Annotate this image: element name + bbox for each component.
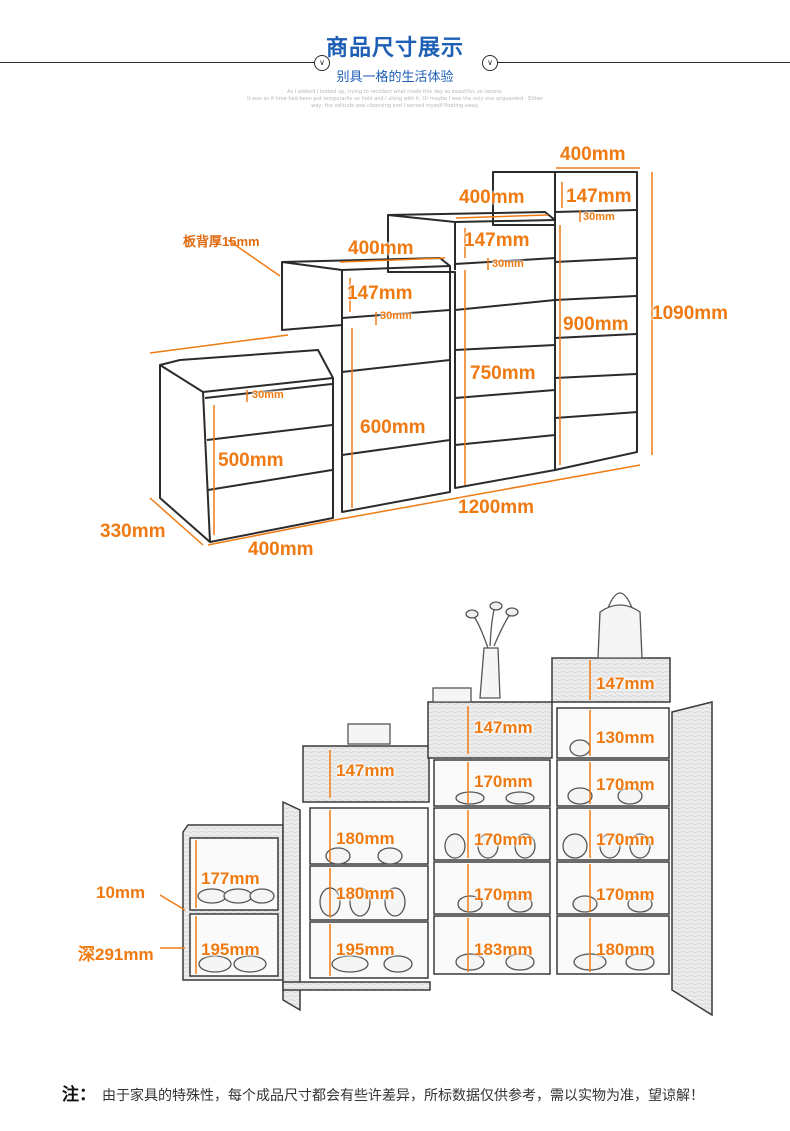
c4-a-label: 130mm [596, 728, 655, 747]
gap-label-3: 30mm [492, 258, 524, 270]
footer-note-text: 由于家具的特殊性，每个成品尺寸都会有些许差异，所标数据仅供参考，需以实物为准，望… [102, 1088, 704, 1104]
english-line-2: It was as if time had been put temporari… [247, 96, 543, 102]
body-height-label-1: 500mm [218, 450, 284, 471]
header-divider-left [0, 62, 318, 63]
cabinet-sketch [159, 592, 713, 1017]
english-line-3: way, the solitude was cleansing and I se… [311, 103, 479, 109]
depth-label-bottom: 深291mm [78, 945, 154, 964]
drawer-height-label-1: 147mm [347, 283, 413, 304]
top-width-label-3: 400mm [560, 144, 626, 165]
thickness-label: 10mm [96, 883, 146, 902]
total-width-label: 1200mm [458, 497, 535, 518]
c4-b-label: 170mm [596, 775, 655, 794]
page-title: 商品尺寸展示 [325, 36, 464, 61]
gap-label-1: 30mm [252, 389, 284, 401]
gap-label-2: 30mm [380, 310, 412, 322]
top-width-label-1: 400mm [348, 238, 414, 259]
gap-label-4: 30mm [583, 211, 615, 223]
chevron-down-icon: ∨ [482, 55, 498, 71]
depth-label: 330mm [100, 521, 166, 542]
c2-drawer-label: 147mm [336, 761, 395, 780]
header-divider-right [492, 62, 790, 63]
c3-a-label: 170mm [474, 772, 533, 791]
c2-a-label: 180mm [336, 829, 395, 848]
footer-note: 注： 由于家具的特殊性，每个成品尺寸都会有些许差异，所标数据仅供参考，需以实物为准… [62, 1080, 704, 1105]
back-board-label: 板背厚15mm [183, 234, 260, 249]
total-height-label: 1090mm [652, 303, 729, 324]
drawer-height-label-2: 147mm [464, 230, 530, 251]
width-label: 400mm [248, 539, 314, 560]
c3-b-label: 170mm [474, 830, 533, 849]
top-width-label-2: 400mm [459, 187, 525, 208]
footer-note-label: 注： [62, 1085, 96, 1105]
cabinet-line-drawing [149, 167, 653, 546]
body-height-label-3: 750mm [470, 363, 536, 384]
c3-drawer-label: 147mm [474, 718, 533, 737]
c4-d-label: 170mm [596, 885, 655, 904]
c2-b-label: 180mm [336, 884, 395, 903]
c3-c-label: 170mm [474, 885, 533, 904]
c4-drawer-label: 147mm [596, 674, 655, 693]
body-height-label-4: 900mm [563, 314, 629, 335]
page-subtitle: 别具一格的生活体验 [336, 70, 454, 85]
c1-bottom-label: 195mm [201, 940, 260, 959]
c4-e-label: 180mm [596, 940, 655, 959]
drawer-height-label-3: 147mm [566, 186, 632, 207]
c2-c-label: 195mm [336, 940, 395, 959]
chevron-down-icon: ∨ [314, 55, 330, 71]
english-line-1: As I walked I looked up, trying to recol… [287, 89, 503, 95]
body-height-label-2: 600mm [360, 417, 426, 438]
c3-d-label: 183mm [474, 940, 533, 959]
c1-top-label: 177mm [201, 869, 260, 888]
c4-c-label: 170mm [596, 830, 655, 849]
